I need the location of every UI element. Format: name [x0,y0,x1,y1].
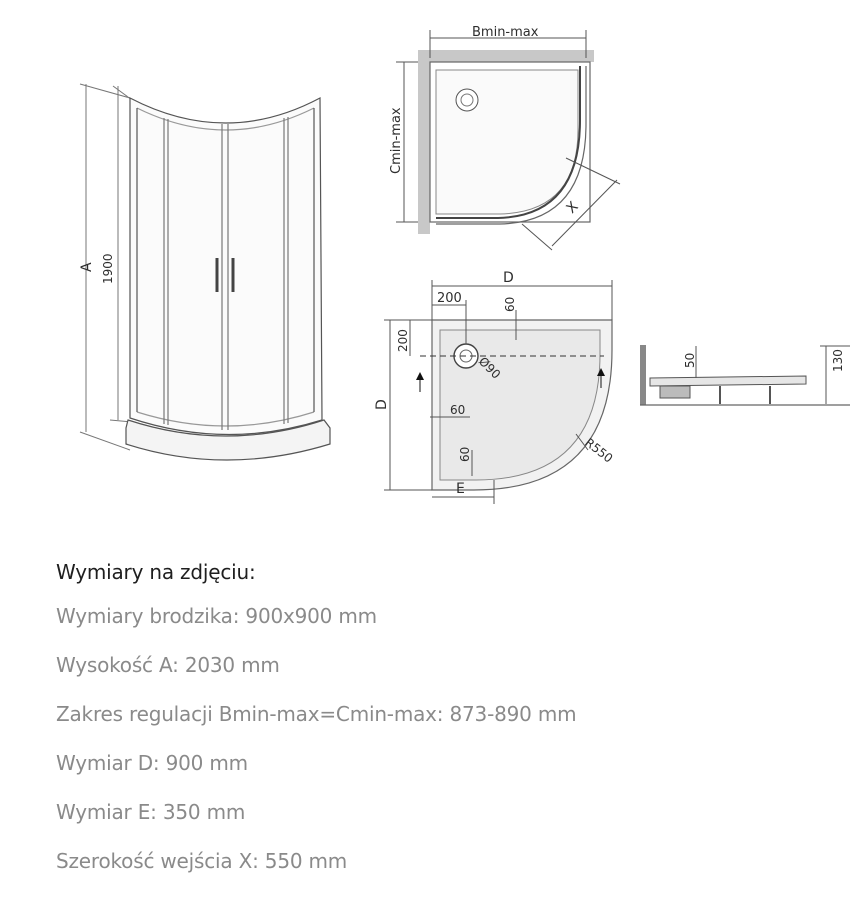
label-bmin-max: Bmin-max [472,25,539,40]
label-60-mid: 60 [450,403,465,417]
spec-row-tray: Wymiary brodzika: 900x900 mm [56,604,377,628]
cabin-top-view [396,30,621,251]
label-130: 130 [831,349,845,372]
label-200-side: 200 [396,329,410,352]
label-D-side: D [374,399,390,410]
label-1900: 1900 [101,253,115,284]
dimensions-heading: Wymiary na zdjęciu: [56,560,256,584]
label-A: A [79,262,95,272]
label-R550: R550 [582,435,615,465]
label-60-bottom: 60 [458,447,472,462]
label-50: 50 [683,353,697,368]
spec-row-d: Wymiar D: 900 mm [56,751,248,775]
label-E: E [456,481,465,497]
label-60-top: 60 [503,297,517,312]
label-X: X [564,198,582,216]
tray-side-section [640,345,850,406]
label-200-top: 200 [437,291,462,306]
label-cmin-max: Cmin-max [389,107,404,174]
label-D-top: D [503,270,514,286]
spec-row-x: Szerokość wejścia X: 550 mm [56,849,348,873]
spec-row-e: Wymiar E: 350 mm [56,800,246,824]
spec-row-height: Wysokość A: 2030 mm [56,653,280,677]
technical-drawing: A 1900 Bmin-max Cmin-max X [79,25,850,504]
spec-row-adjustment: Zakres regulacji Bmin-max=Cmin-max: 873-… [56,702,577,726]
dimensions-section: Wymiary na zdjęciu: Wymiary brodzika: 90… [56,560,836,898]
tray-plan-view [384,280,613,504]
cabin-3d-view [79,83,331,461]
